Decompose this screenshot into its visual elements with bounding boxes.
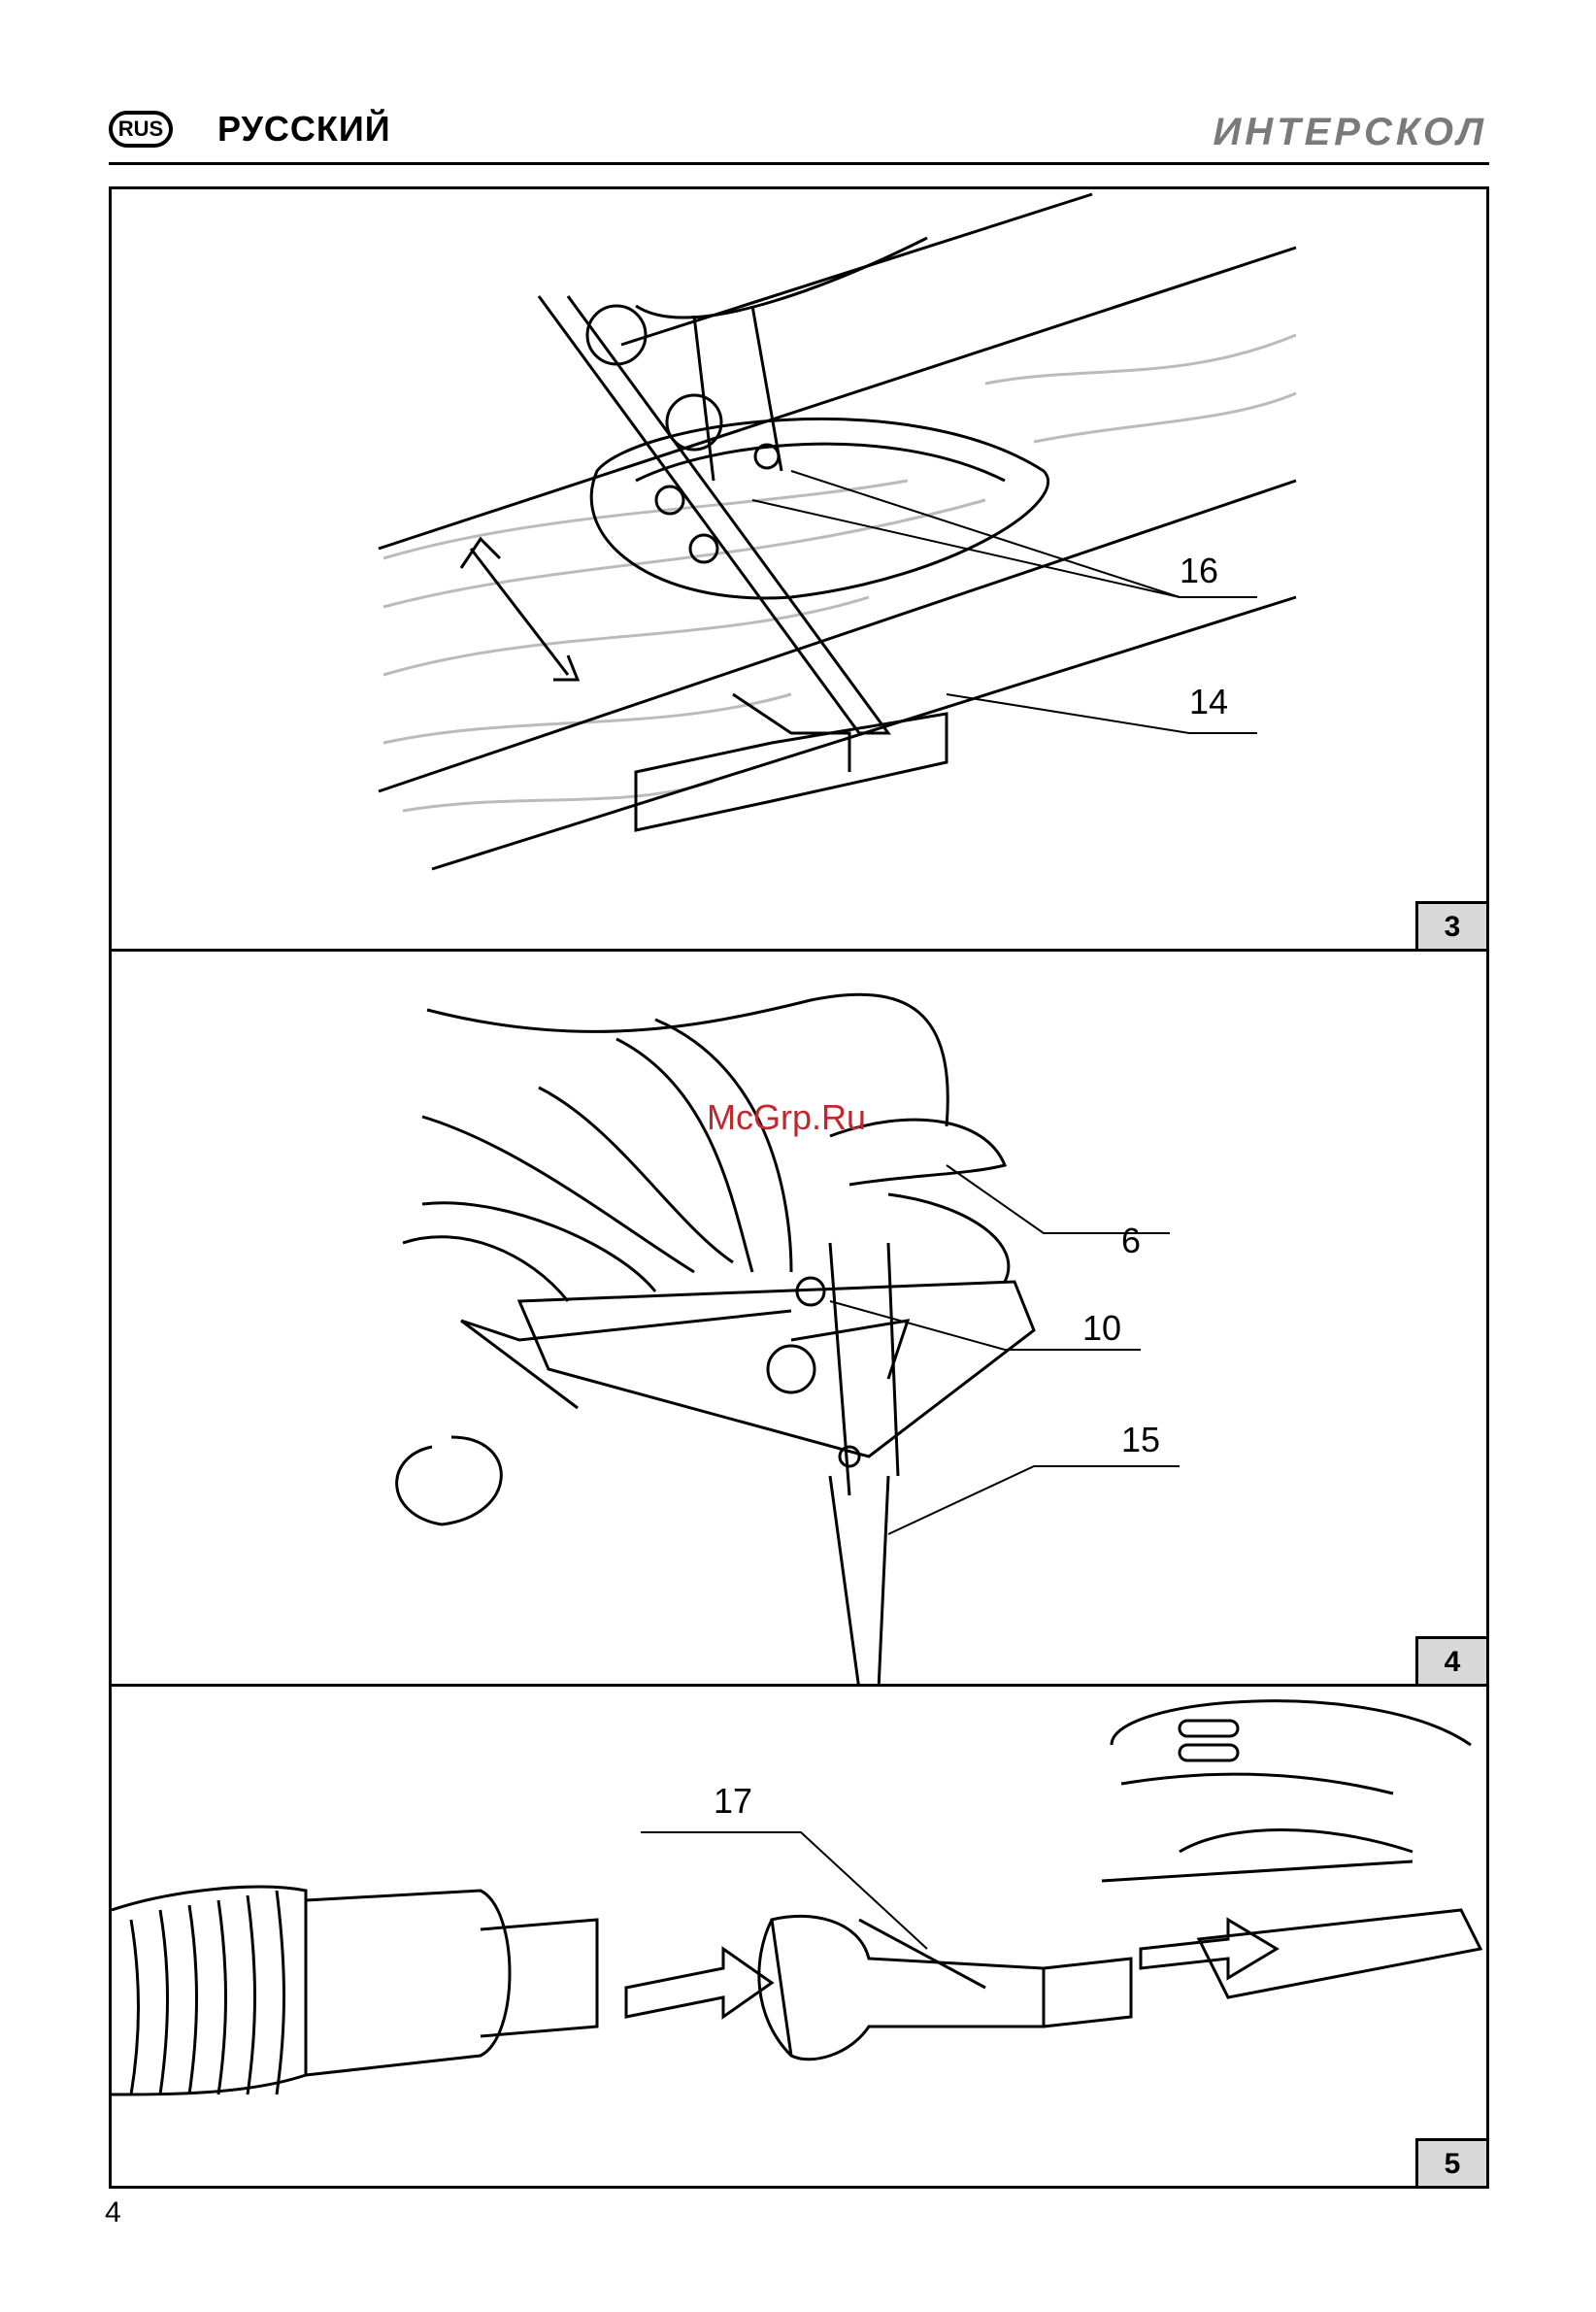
header-divider [109,162,1489,165]
callout-16: 16 [1180,551,1218,590]
callout-14: 14 [1189,682,1228,721]
figure-number-3: 3 [1415,901,1489,952]
page-number: 4 [105,2196,121,2229]
figure-5-panel: 17 5 [109,1684,1489,2189]
figure-5-illustration: 17 [112,1687,1486,2186]
callout-15: 15 [1121,1420,1160,1459]
watermark: McGrp.Ru [707,1097,866,1138]
figure-number-4: 4 [1415,1636,1489,1687]
figure-number-5: 5 [1415,2138,1489,2189]
brand-logo: ИНТЕРСКОЛ [1214,111,1487,154]
figure-3-panel: 16 14 3 [109,186,1489,952]
callout-17: 17 [714,1781,752,1821]
callout-10: 10 [1082,1308,1121,1348]
page-header: RUS РУССКИЙ ИНТЕРСКОЛ [109,105,1487,163]
figure-4-illustration: 6 10 15 [112,952,1486,1684]
callout-6: 6 [1121,1221,1141,1260]
figure-4-panel: 6 10 15 4 [109,949,1489,1687]
language-badge: RUS [109,111,173,148]
figure-3-illustration: 16 14 [112,189,1486,949]
language-title: РУССКИЙ [217,109,391,150]
